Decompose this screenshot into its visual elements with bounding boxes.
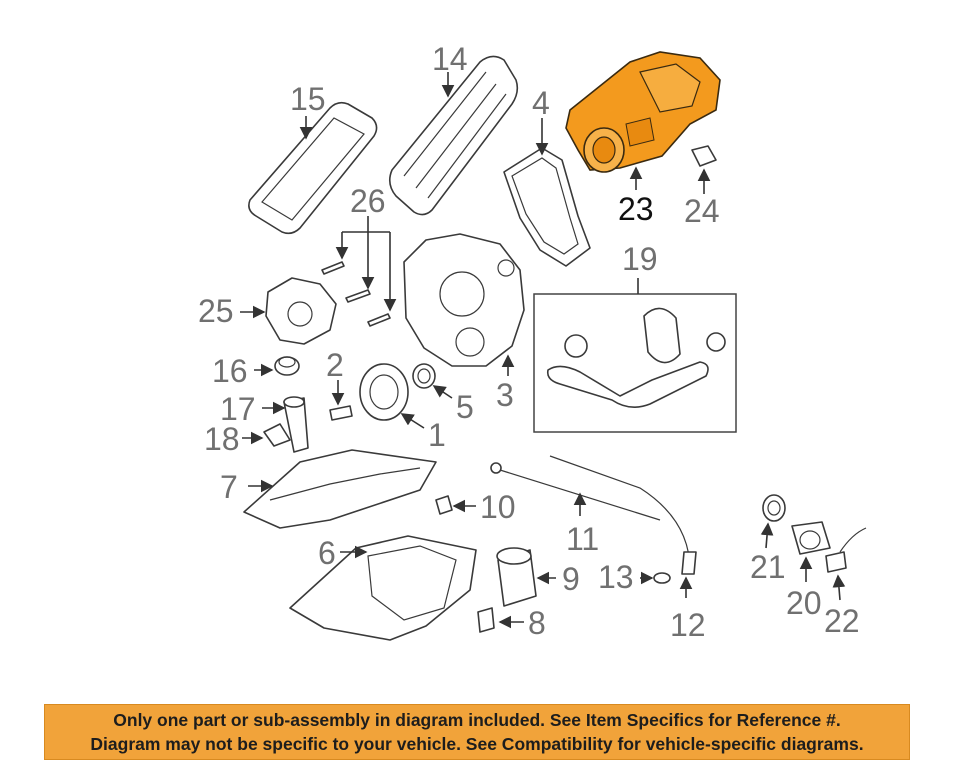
callout-1: 1 — [428, 417, 446, 453]
part-16-cap[interactable] — [274, 356, 300, 376]
part-04-gasket[interactable] — [503, 147, 591, 267]
callout-labels: 15 14 4 23 24 26 19 25 16 2 3 5 17 1 18 … — [198, 41, 860, 643]
callout-7: 7 — [220, 469, 238, 505]
callout-14: 14 — [432, 41, 468, 77]
part-02-bolt[interactable] — [329, 405, 353, 421]
callout-18: 18 — [204, 421, 240, 457]
part-22-sensor[interactable] — [825, 527, 867, 573]
part-15-gasket[interactable] — [248, 101, 378, 235]
callout-22: 22 — [824, 603, 860, 639]
callout-2: 2 — [326, 347, 344, 383]
part-08-sensor[interactable] — [477, 607, 495, 633]
part-17-adapter[interactable] — [283, 396, 309, 453]
part-06-oil-pan[interactable] — [289, 535, 477, 641]
callout-15: 15 — [290, 81, 326, 117]
part-07-windage-tray[interactable] — [243, 449, 437, 529]
callout-4: 4 — [532, 85, 550, 121]
callout-9: 9 — [562, 561, 580, 597]
callout-16: 16 — [212, 353, 248, 389]
disclaimer-line-2: Diagram may not be specific to your vehi… — [90, 734, 864, 754]
disclaimer-banner: Only one part or sub-assembly in diagram… — [44, 704, 910, 760]
callout-8: 8 — [528, 605, 546, 641]
callout-6: 6 — [318, 535, 336, 571]
part-23-intake-manifold[interactable] — [565, 51, 721, 173]
part-26-bolts[interactable] — [321, 261, 391, 327]
callout-11: 11 — [566, 521, 599, 557]
callout-5: 5 — [456, 389, 474, 425]
disclaimer-line-1: Only one part or sub-assembly in diagram… — [113, 710, 841, 730]
callout-23: 23 — [618, 191, 654, 227]
part-09-oil-filter[interactable] — [496, 547, 537, 607]
part-13-o-ring[interactable] — [653, 572, 671, 584]
callout-12: 12 — [670, 607, 706, 643]
callout-13: 13 — [598, 559, 634, 595]
part-20-housing[interactable] — [791, 521, 831, 555]
part-21-seal[interactable] — [762, 494, 786, 522]
part-14-valve-cover[interactable] — [388, 55, 519, 216]
part-18-gasket[interactable] — [263, 423, 291, 447]
callout-19: 19 — [622, 241, 658, 277]
callout-20: 20 — [786, 585, 822, 621]
callout-17: 17 — [220, 391, 256, 427]
parts-diagram: 15 14 4 23 24 26 19 25 16 2 3 5 17 1 18 … — [198, 41, 867, 643]
part-19-kit[interactable] — [533, 293, 737, 433]
leader-lines — [240, 72, 846, 629]
callout-21: 21 — [750, 549, 786, 585]
callout-25: 25 — [198, 293, 234, 329]
part-25-housing[interactable] — [265, 277, 337, 345]
callout-3: 3 — [496, 377, 514, 413]
part-03-timing-cover[interactable] — [403, 233, 525, 367]
part-24-gasket[interactable] — [691, 145, 717, 167]
part-10-plug[interactable] — [435, 495, 453, 515]
part-12-tube[interactable] — [549, 455, 697, 575]
part-11-dipstick[interactable] — [490, 462, 661, 521]
callout-26: 26 — [350, 183, 386, 219]
part-01-damper[interactable] — [359, 363, 409, 421]
part-05-seal[interactable] — [412, 363, 436, 389]
callout-10: 10 — [480, 489, 516, 525]
callout-24: 24 — [684, 193, 720, 229]
